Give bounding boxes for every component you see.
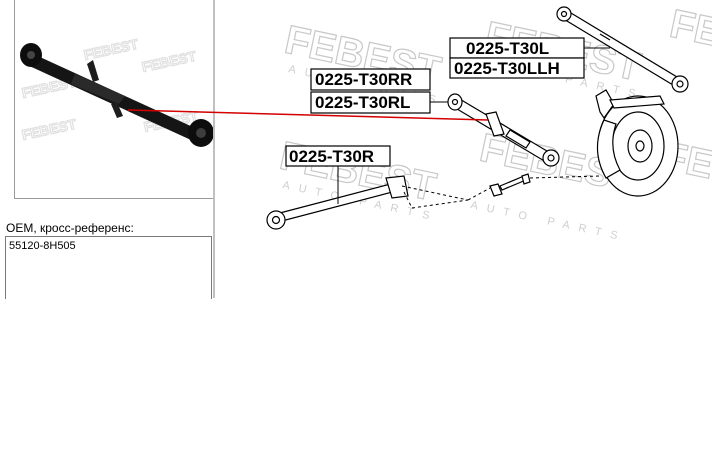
left-bushing-hole (27, 51, 35, 59)
oem-label: OEM, кросс-референс: (6, 221, 134, 235)
label-t30r[interactable]: 0225-T30R (289, 147, 374, 166)
label-t30rl[interactable]: 0225-T30RL (315, 93, 410, 112)
pointer-line (127, 109, 489, 121)
panel-divider (213, 0, 215, 298)
dashed-leaders (401, 175, 601, 209)
hub-knuckle (595, 89, 679, 197)
left-panel: FEBEST FEBEST FEBEST FEBEST FEBEST OEM, … (0, 0, 215, 299)
label-box-t30rl[interactable] (310, 91, 431, 114)
wm-tagline-4: AUTO PARTS (469, 199, 627, 244)
label-leaders (337, 47, 610, 204)
wm-brand-6: FEBEST (666, 2, 712, 78)
arm-tab (87, 60, 99, 82)
label-box-t30r[interactable] (285, 145, 391, 167)
label-group-t30r[interactable]: 0225-T30R (285, 145, 391, 167)
label-t30llh[interactable]: 0225-T30LLH (454, 59, 560, 78)
label-group-t30rr[interactable]: 0225-T30RR 0225-T30RL (310, 68, 431, 114)
label-t30rr[interactable]: 0225-T30RR (315, 70, 412, 89)
arm-t30l (556, 6, 689, 93)
bolt (489, 173, 531, 197)
label-t30l[interactable]: 0225-T30L (466, 39, 549, 58)
oem-box[interactable]: 55120-8H505 (5, 236, 212, 299)
product-photo: FEBEST FEBEST FEBEST FEBEST FEBEST (14, 0, 214, 199)
control-arm-photo: FEBEST FEBEST FEBEST FEBEST FEBEST (20, 35, 213, 147)
right-bushing-hole (196, 128, 206, 138)
label-group-t30l[interactable]: 0225-T30L 0225-T30LLH (449, 37, 585, 79)
label-box-t30llh[interactable] (449, 57, 585, 79)
oem-value[interactable]: 55120-8H505 (9, 240, 76, 252)
arm-bracket (71, 74, 125, 104)
arm-tab-2 (111, 102, 123, 118)
arm-t30rr (447, 93, 560, 167)
label-box-t30rr[interactable] (310, 68, 431, 91)
